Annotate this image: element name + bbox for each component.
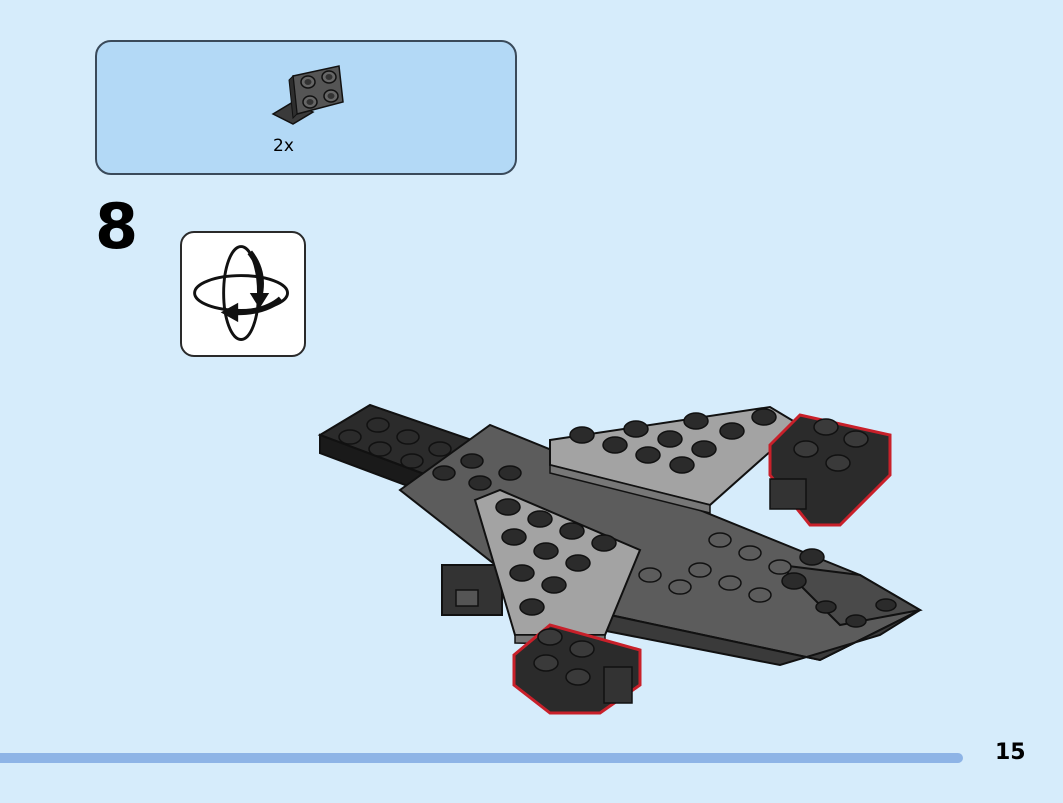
page-number: 15 (995, 740, 1026, 765)
rotate-model-icon (193, 245, 289, 341)
rotate-model-box (180, 231, 306, 357)
step-number: 8 (95, 190, 139, 263)
footer-bar (0, 753, 963, 763)
jet-model-assembly-icon (317, 403, 923, 715)
part-quantity: 2x (273, 136, 294, 156)
parts-callout: 2x (95, 40, 517, 175)
dark-gray-bracket-1x2-2x2-icon (271, 65, 344, 125)
